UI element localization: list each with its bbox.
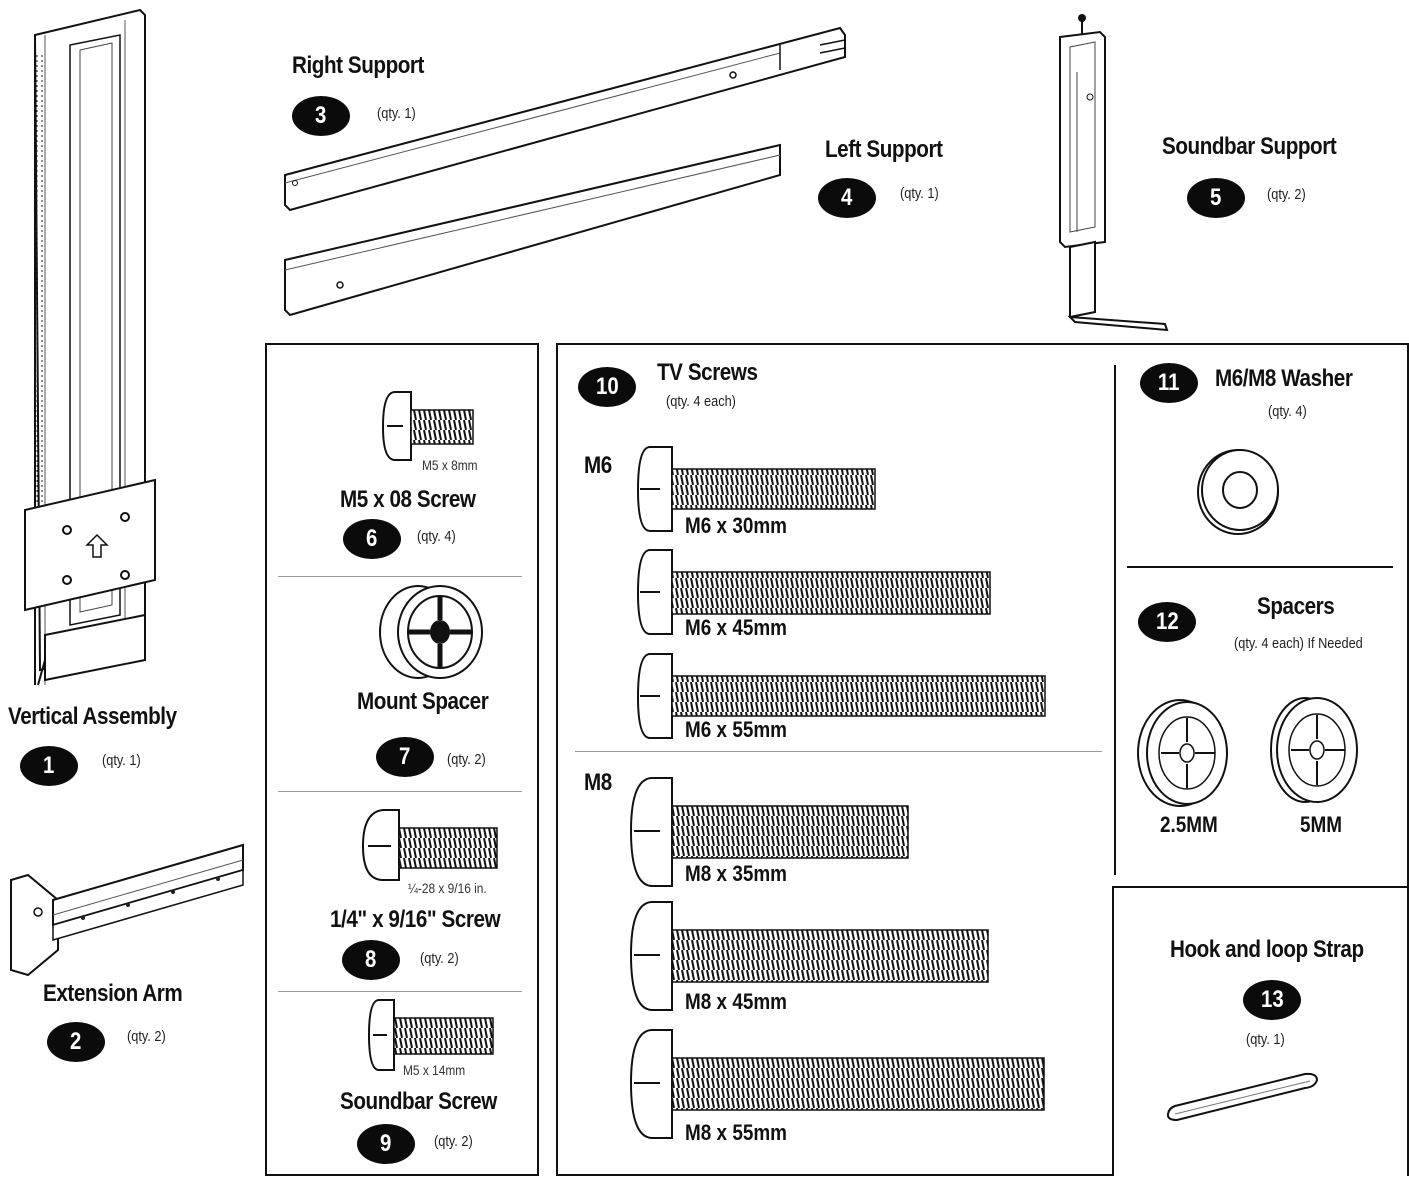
tv-screws-panel: [556, 343, 1409, 1176]
strap-box-top: [1112, 886, 1409, 888]
part-11-qty: (qty. 4): [1268, 403, 1307, 420]
part-12-qty: (qty. 4 each) If Needed: [1234, 635, 1363, 652]
quarter-inch-screw-illustration: [361, 809, 498, 881]
part-5-qty: (qty. 2): [1267, 186, 1306, 203]
part-2-name: Extension Arm: [43, 980, 183, 1007]
part-5-name: Soundbar Support: [1162, 133, 1337, 160]
part-4-qty: (qty. 1): [900, 185, 939, 202]
tv-screws-panel-bottom: [556, 1174, 1114, 1176]
part-12-badge: 12: [1138, 602, 1196, 642]
washer-spacer-divider: [1127, 566, 1393, 568]
tv-screw-m6-30-label: M6 x 30mm: [685, 513, 788, 538]
small-parts-panel: [265, 343, 539, 1176]
mount-spacer-illustration: [379, 585, 483, 679]
part-13-badge: 13: [1243, 980, 1301, 1020]
part-10-qty: (qty. 4 each): [666, 393, 736, 410]
soundbar-screw-illustration: [367, 999, 494, 1071]
strap-illustration: [1166, 1072, 1319, 1122]
strap-box-left: [1112, 886, 1114, 1176]
part-3-name: Right Support: [292, 52, 424, 79]
panel-divider: [278, 991, 522, 992]
part-8-qty: (qty. 2): [420, 950, 459, 967]
part-13-name: Hook and loop Strap: [1170, 936, 1364, 963]
part-4-badge: 4: [818, 178, 876, 218]
part-11-badge: 11: [1140, 363, 1198, 403]
part-7-qty: (qty. 2): [447, 751, 486, 768]
part-3-qty: (qty. 1): [377, 105, 416, 122]
part-5-badge: 5: [1187, 178, 1245, 218]
part-4-name: Left Support: [825, 136, 943, 163]
tv-screw-m6-45-label: M6 x 45mm: [685, 615, 788, 640]
soundbar-support-illustration: [1059, 14, 1169, 332]
part-2-badge: 2: [47, 1022, 105, 1062]
part-9-badge: 9: [357, 1124, 415, 1164]
tv-screw-m8-55-illustration: [629, 1029, 1045, 1139]
m6-m8-divider: [575, 751, 1102, 752]
part-6-qty: (qty. 4): [417, 528, 456, 545]
part-3-badge: 3: [292, 96, 350, 136]
panel-vertical-divider: [1114, 365, 1116, 875]
part-9-qty: (qty. 2): [434, 1133, 473, 1150]
part-1-name: Vertical Assembly: [8, 703, 177, 730]
part-6-name: M5 x 08 Screw: [340, 486, 476, 513]
tv-screw-m8-35-illustration: [629, 777, 909, 887]
panel-divider: [278, 576, 522, 577]
vertical-assembly-illustration: [24, 8, 156, 686]
tv-screw-m6-55-illustration: [636, 653, 1046, 739]
tv-screw-m6-30-illustration: [636, 446, 876, 532]
right-support-illustration: [284, 26, 846, 317]
tv-screw-m8-45-illustration: [629, 901, 989, 1011]
part-11-name: M6/M8 Washer: [1215, 365, 1353, 392]
spacer-2-5mm-label: 2.5MM: [1160, 812, 1218, 837]
part-8-size-label: ¼-28 x 9/16 in.: [408, 880, 487, 896]
tv-screw-m8-55-label: M8 x 55mm: [685, 1120, 788, 1145]
part-9-size-label: M5 x 14mm: [403, 1062, 466, 1078]
part-9-name: Soundbar Screw: [340, 1088, 497, 1115]
part-1-qty: (qty. 1): [102, 752, 141, 769]
part-6-badge: 6: [343, 519, 401, 559]
tv-screw-m8-35-label: M8 x 35mm: [685, 861, 788, 886]
tv-screw-m6-55-label: M6 x 55mm: [685, 717, 788, 742]
m8-group-label: M8: [584, 769, 612, 796]
part-7-name: Mount Spacer: [357, 688, 489, 715]
part-8-badge: 8: [342, 940, 400, 980]
part-2-qty: (qty. 2): [127, 1028, 166, 1045]
part-6-size-label: M5 x 8mm: [422, 457, 478, 473]
part-10-name: TV Screws: [657, 359, 758, 386]
tv-screw-m6-45-illustration: [636, 549, 991, 635]
panel-divider: [278, 791, 522, 792]
part-7-badge: 7: [376, 737, 434, 777]
part-13-qty: (qty. 1): [1246, 1031, 1285, 1048]
part-12-name: Spacers: [1257, 593, 1335, 620]
part-10-badge: 10: [578, 367, 636, 407]
spacer-5mm-illustration: [1270, 697, 1358, 803]
part-1-badge: 1: [20, 746, 78, 786]
spacer-5mm-label: 5MM: [1300, 812, 1343, 837]
m6-group-label: M6: [584, 452, 612, 479]
tv-screw-m8-45-label: M8 x 45mm: [685, 989, 788, 1014]
m5-8mm-screw-illustration: [381, 391, 474, 461]
spacer-2-5mm-illustration: [1137, 699, 1228, 807]
washer-illustration: [1197, 449, 1279, 535]
part-8-name: 1/4" x 9/16" Screw: [330, 906, 501, 933]
extension-arm-illustration: [10, 843, 244, 977]
